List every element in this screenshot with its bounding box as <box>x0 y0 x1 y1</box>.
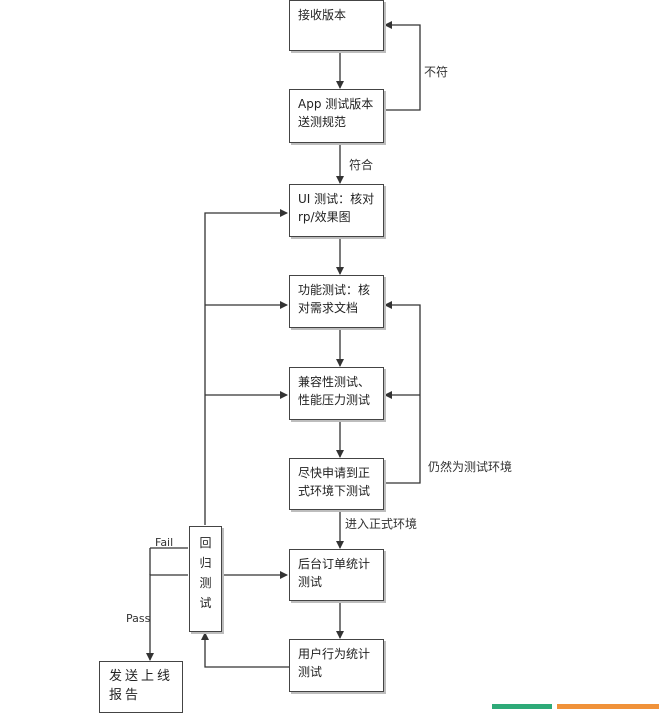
footer-bar-green <box>492 704 552 709</box>
node-char: 试 <box>199 596 212 610</box>
node-line: 发送上线 <box>109 669 174 684</box>
node-line: 对需求文档 <box>298 301 359 315</box>
node-line: App 测试版本 <box>298 97 374 111</box>
node-function-test: 功能测试：核 对需求文档 <box>289 275 384 328</box>
node-backend-order-test: 后台订单统计 测试 <box>289 549 384 601</box>
node-regression-test: 回 归 测 试 <box>189 526 222 632</box>
edge-not-match-loop <box>384 21 421 111</box>
edge-regress-fail-up <box>204 209 288 525</box>
node-line: 接收版本 <box>298 8 347 22</box>
label-pass: Pass <box>126 612 151 625</box>
edge-user-to-regress <box>201 632 289 668</box>
node-line: 后台订单统计 <box>298 557 371 571</box>
node-char: 归 <box>199 556 212 570</box>
label-enter-prod-env: 进入正式环境 <box>345 517 418 531</box>
node-ui-test: UI 测试：核对 rp/效果图 <box>289 184 384 237</box>
label-match: 符合 <box>349 158 374 172</box>
node-line: 报告 <box>109 688 142 703</box>
node-send-release-report: 发送上线 报告 <box>99 661 183 713</box>
label-still-test-env: 仍然为测试环境 <box>428 460 513 474</box>
node-line: 功能测试：核 <box>298 283 371 297</box>
node-char: 回 <box>199 536 212 550</box>
node-line: 用户行为统计 <box>298 647 371 661</box>
node-line: UI 测试：核对 <box>298 192 375 206</box>
node-line: 尽快申请到正 <box>298 466 371 480</box>
node-line: 式环境下测试 <box>298 484 371 498</box>
footer-bar-orange <box>557 704 659 709</box>
node-char: 测 <box>199 576 212 590</box>
node-compat-perf-test: 兼容性测试、 性能压力测试 <box>289 367 384 420</box>
node-user-behavior-test: 用户行为统计 测试 <box>289 639 384 692</box>
node-line: 性能压力测试 <box>298 393 371 407</box>
label-not-match: 不符 <box>424 65 449 79</box>
edge-pass-branch <box>146 574 188 661</box>
edge-still-test-env-loop <box>384 301 421 484</box>
node-line: 测试 <box>298 665 323 679</box>
node-line: 测试 <box>298 575 323 589</box>
node-app-test-spec: App 测试版本 送测规范 <box>289 89 384 143</box>
node-apply-prod-env: 尽快申请到正 式环境下测试 <box>289 458 384 510</box>
node-line: rp/效果图 <box>298 210 351 224</box>
label-fail: Fail <box>155 536 174 549</box>
node-line: 兼容性测试、 <box>298 375 371 389</box>
node-line: 送测规范 <box>298 115 347 129</box>
node-receive-version: 接收版本 <box>289 0 384 51</box>
